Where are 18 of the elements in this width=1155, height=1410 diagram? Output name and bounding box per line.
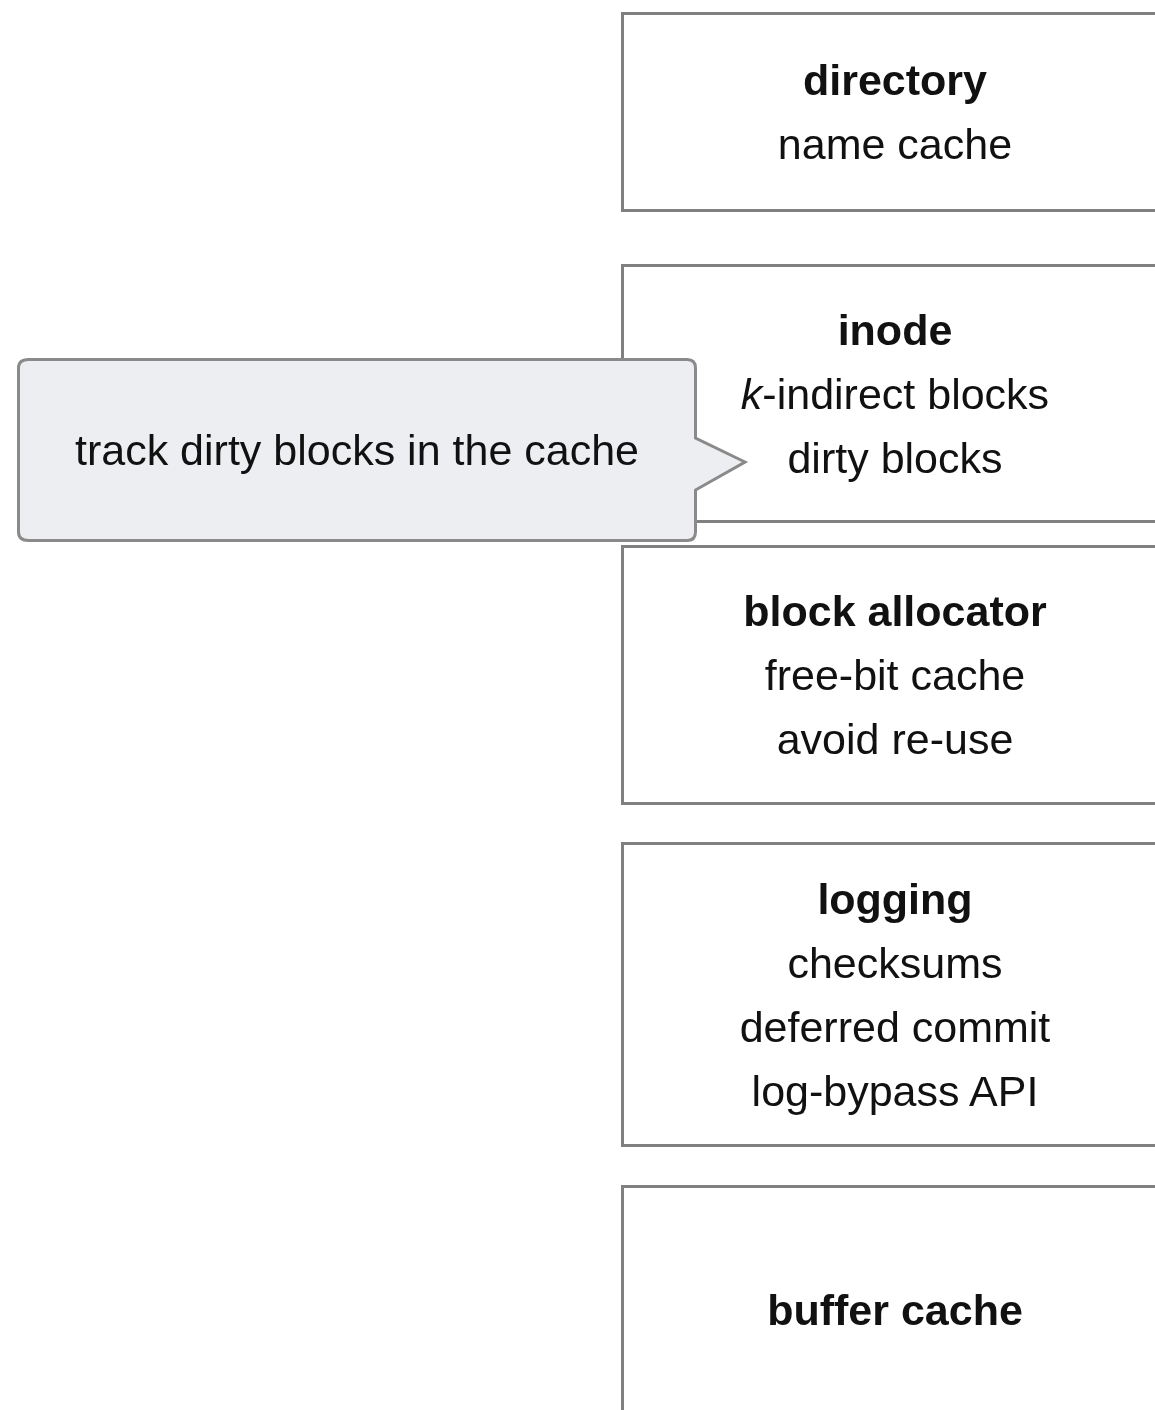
box-text: log-bypass API xyxy=(751,1065,1039,1117)
box-text: checksums xyxy=(787,937,1003,989)
box-heading: buffer cache xyxy=(767,1285,1023,1336)
box-text: free-bit cache xyxy=(764,650,1026,701)
box-heading: block allocator xyxy=(743,586,1047,637)
box-heading: logging xyxy=(817,873,973,925)
box-text: avoid re-use xyxy=(776,714,1014,765)
module-box xyxy=(621,545,1155,805)
box-heading: inode xyxy=(837,304,953,356)
box-text: dirty blocks xyxy=(787,432,1003,484)
module-box xyxy=(621,1185,1155,1410)
module-box xyxy=(621,842,1155,1147)
box-text: deferred commit xyxy=(739,1001,1051,1053)
callout-text: track dirty blocks in the cache xyxy=(75,425,639,476)
module-box xyxy=(621,12,1155,212)
box-text: name cache xyxy=(777,119,1013,170)
box-text: k-indirect blocks xyxy=(740,368,1050,420)
box-heading: directory xyxy=(803,55,987,106)
